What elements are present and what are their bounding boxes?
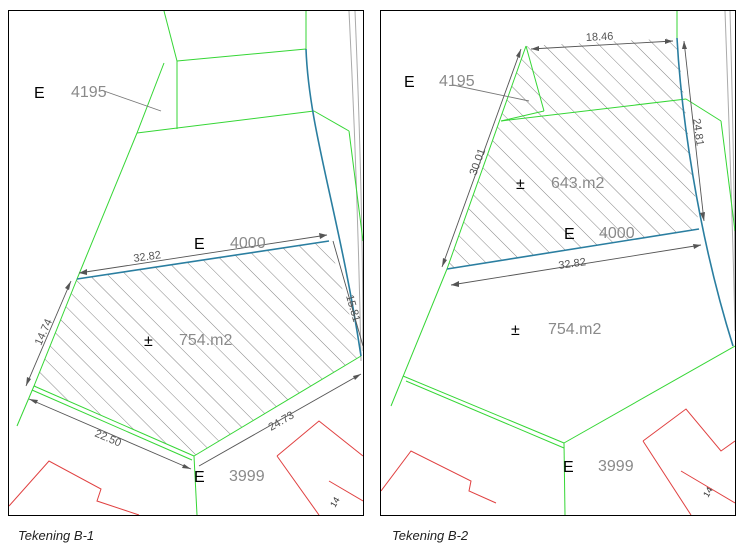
caption-b2: Tekening B-2 — [392, 528, 469, 543]
dimension-text: 18.46 — [586, 31, 614, 44]
area-value: 754.m2 — [548, 321, 601, 338]
cadastral-map-b1: E 4195 E 4000 E 3999 ± 754.m2 32.82 15.8… — [9, 11, 363, 515]
road-line — [724, 11, 735, 332]
parcel-prefix: E — [194, 469, 205, 486]
area-value: 754.m2 — [179, 332, 232, 349]
drawing-b1: E 4195 E 4000 E 3999 ± 754.m2 32.82 15.8… — [8, 10, 364, 516]
dimension-lines — [25, 233, 363, 470]
dimension-text: 22.50 — [93, 428, 123, 450]
parcel-number: 4195 — [71, 84, 107, 101]
hatched-parcel — [34, 241, 361, 456]
parcel-number: 3999 — [598, 458, 634, 475]
road-line — [729, 11, 735, 312]
leader-line — [103, 90, 162, 112]
parcel-prefix: E — [563, 459, 574, 476]
road-edge — [676, 37, 734, 347]
parcel-boundaries — [16, 11, 363, 515]
cadastral-map-b2: E 4195 E 4000 E 3999 ± 643.m2 ± 754.m2 1… — [381, 11, 735, 515]
dimension-text: 32.82 — [133, 249, 162, 265]
drawing-b2: E 4195 E 4000 E 3999 ± 643.m2 ± 754.m2 1… — [380, 10, 736, 516]
parcel-edge — [446, 228, 700, 270]
area-symbol: ± — [144, 333, 153, 350]
road-line — [354, 11, 363, 352]
area-symbol: ± — [511, 322, 520, 339]
road-edge — [305, 48, 362, 357]
building-number: 14 — [328, 495, 342, 509]
hatched-parcel — [447, 38, 699, 269]
leader-line — [452, 84, 530, 102]
parcel-number: 4195 — [439, 73, 475, 90]
building-number: 14 — [701, 485, 715, 499]
parcel-boundaries — [390, 11, 735, 515]
dimension-text: 32.82 — [558, 256, 587, 272]
parcel-prefix: E — [194, 236, 205, 253]
dimension-lines — [441, 39, 705, 287]
parcel-prefix: E — [34, 85, 45, 102]
parcel-edge — [76, 240, 330, 280]
parcel-number: 3999 — [229, 468, 265, 485]
buildings — [381, 408, 735, 515]
parcel-prefix: E — [404, 74, 415, 91]
caption-b1: Tekening B-1 — [18, 528, 95, 543]
area-value: 643.m2 — [551, 175, 604, 192]
parcel-number: 4000 — [599, 225, 635, 242]
dimension-text: 24.81 — [690, 118, 706, 147]
buildings — [9, 420, 363, 515]
parcel-prefix: E — [564, 226, 575, 243]
area-symbol: ± — [516, 176, 525, 193]
parcel-number: 4000 — [230, 235, 266, 252]
dimension-text: 24.73 — [267, 409, 297, 433]
